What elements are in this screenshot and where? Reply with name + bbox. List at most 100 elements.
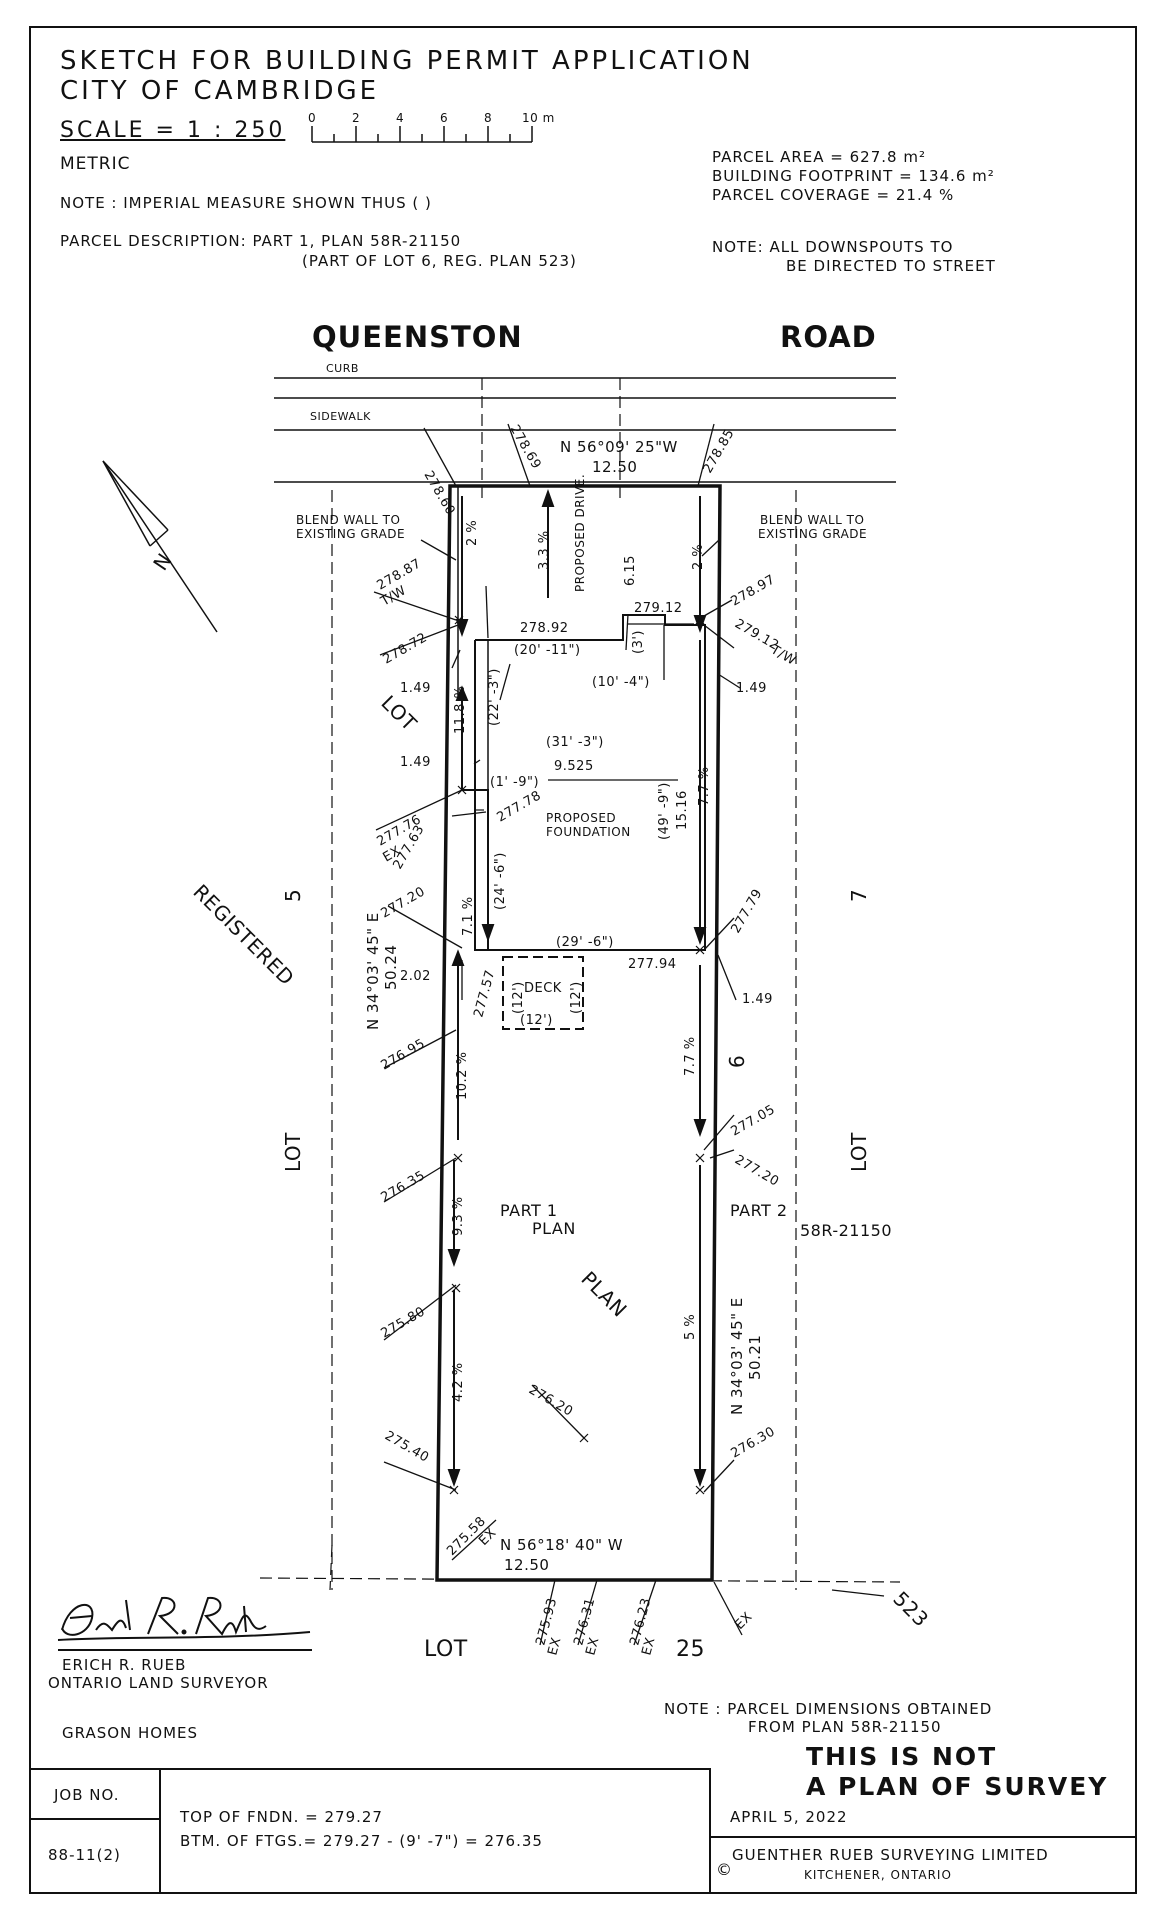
client-name: GRASON HOMES <box>62 1724 199 1742</box>
elev-275-80: 275.80 <box>379 1304 429 1341</box>
dimension-labels: 1.49 1.49 1.49 1.49 2.02 6.15 9.525 15.1… <box>400 555 773 1028</box>
slope-11-8: 11.8 % <box>453 686 468 734</box>
elev-276-95: 276.95 <box>379 1036 429 1073</box>
scale-bar <box>311 126 533 143</box>
lot-left-label: LOT <box>281 1132 305 1172</box>
north-label: N <box>148 549 177 575</box>
dashed-lot-lines <box>259 378 901 1591</box>
front-distance: 12.50 <box>592 458 637 476</box>
north-arrow <box>102 460 218 633</box>
imp-1-9: (1' -9") <box>490 775 539 790</box>
right-distance: 50.21 <box>746 1335 764 1380</box>
slope-7-1: 7.1 % <box>461 896 476 936</box>
blend-wall-left-1: BLEND WALL TO <box>296 513 400 527</box>
elev-275-40: 275.40 <box>382 1428 432 1465</box>
slope-2-right: 2 % <box>691 544 706 570</box>
drawing-date: APRIL 5, 2022 <box>730 1808 848 1826</box>
slope-3-3: 3.3 % <box>537 530 552 570</box>
signer-title: ONTARIO LAND SURVEYOR <box>48 1674 269 1692</box>
job-number-header-cell <box>29 1768 161 1820</box>
rear-bearing: N 56°18' 40" W <box>500 1536 623 1554</box>
elev-277-57: 277.57 <box>471 968 498 1019</box>
part-2-line-1: PART 2 <box>730 1201 788 1220</box>
slope-labels: 2 % 3.3 % 2 % 11.8 % 7.7 % 7.1 % 10.2 % … <box>451 520 712 1402</box>
slope-9-3: 9.3 % <box>451 1196 466 1236</box>
title-line-2: CITY OF CAMBRIDGE <box>60 76 380 106</box>
elev-277-94: 277.94 <box>628 957 677 972</box>
slope-7-7-top: 7.7 % <box>697 766 712 806</box>
deck-label: DECK <box>524 981 562 996</box>
number-25: 25 <box>676 1637 705 1662</box>
sidewalk-label: SIDEWALK <box>310 410 371 423</box>
scale-tick-0: 0 <box>308 111 316 125</box>
number-6: 6 <box>725 1055 749 1068</box>
scale-tick-2: 2 <box>352 111 360 125</box>
surveyor-signature <box>57 1596 312 1651</box>
building-footprint: BUILDING FOOTPRINT = 134.6 m² <box>712 167 995 185</box>
signer-name: ERICH R. RUEB <box>62 1656 187 1674</box>
blend-wall-right-2: EXISTING GRADE <box>758 527 867 541</box>
bottom-of-footings: BTM. OF FTGS.= 279.27 - (9' -7") = 276.3… <box>180 1832 543 1850</box>
scale-tick-10: 10 m <box>522 111 555 125</box>
copyright-symbol: © <box>716 1860 733 1879</box>
proposed-foundation-2: FOUNDATION <box>546 825 631 839</box>
company-name: GUENTHER RUEB SURVEYING LIMITED <box>732 1846 1049 1864</box>
metric-label: METRIC <box>60 154 131 174</box>
dim-15-16: 15.16 <box>675 790 690 830</box>
number-7: 7 <box>847 889 871 902</box>
elev-278-97: 278.97 <box>729 572 779 609</box>
dim-1-49-a: 1.49 <box>400 681 431 696</box>
survey-markers <box>449 615 705 1495</box>
curb-label: CURB <box>326 362 359 375</box>
road-lines <box>274 377 896 483</box>
dim-2-02: 2.02 <box>400 969 431 984</box>
scale-tick-labels: 0 2 4 6 8 10 m <box>308 111 555 125</box>
title-line-1: SKETCH FOR BUILDING PERMIT APPLICATION <box>60 46 754 76</box>
slope-5: 5 % <box>683 1314 698 1340</box>
elev-277-20-left: 277.20 <box>379 884 429 921</box>
scale-tick-8: 8 <box>484 111 492 125</box>
number-5: 5 <box>281 889 305 902</box>
blend-wall-right-1: BLEND WALL TO <box>760 513 864 527</box>
note-downspouts-1: NOTE: ALL DOWNSPOUTS TO <box>712 238 954 256</box>
imp-24-6: (24' -6") <box>493 852 508 910</box>
note-parcel-1: NOTE : PARCEL DIMENSIONS OBTAINED <box>664 1700 993 1718</box>
elev-278-72: 278.72 <box>381 630 431 667</box>
dim-1-49-d: 1.49 <box>742 992 773 1007</box>
company-cell <box>709 1836 1137 1894</box>
elev-279-12: 279.12 <box>634 601 683 616</box>
dim-6-15: 6.15 <box>623 555 638 586</box>
ex-276-23: EX <box>639 1636 658 1657</box>
proposed-foundation-1: PROPOSED <box>546 811 616 825</box>
rear-distance: 12.50 <box>504 1556 549 1574</box>
not-survey-line-1: THIS IS NOT <box>806 1742 998 1771</box>
parcel-description-1: PARCEL DESCRIPTION: PART 1, PLAN 58R-211… <box>60 232 462 250</box>
elev-278-60: 278.60 <box>421 469 458 519</box>
elev-277-05: 277.05 <box>729 1102 779 1139</box>
part-1-line-1: PART 1 <box>500 1201 558 1220</box>
lot-right-label: LOT <box>847 1132 871 1172</box>
note-downspouts-2: BE DIRECTED TO STREET <box>786 257 996 275</box>
part-2-line-2: 58R-21150 <box>800 1221 892 1240</box>
job-number-label: JOB NO. <box>54 1786 120 1804</box>
parcel-boundary <box>435 484 722 1582</box>
imp-31-3: (31' -3") <box>546 735 604 750</box>
parcel-area: PARCEL AREA = 627.8 m² <box>712 148 926 166</box>
dimension-lines <box>474 623 694 811</box>
proposed-foundation-outline <box>474 614 706 951</box>
imp-29-6: (29' -6") <box>556 935 614 950</box>
note-imperial: NOTE : IMPERIAL MEASURE SHOWN THUS ( ) <box>60 194 432 212</box>
slope-7-7-bottom: 7.7 % <box>683 1036 698 1076</box>
lot-diagonal-word: LOT <box>376 691 421 736</box>
leader-lines <box>373 423 885 1646</box>
elev-276-35: 276.35 <box>379 1168 429 1205</box>
scale-tick-6: 6 <box>440 111 448 125</box>
imp-12-left: (12') <box>511 981 526 1014</box>
plan-word: PLAN <box>576 1267 631 1322</box>
parcel-description-2: (PART OF LOT 6, REG. PLAN 523) <box>302 252 577 270</box>
slope-4-2: 4.2 % <box>451 1362 466 1402</box>
imp-22-3: (22' -3") <box>487 668 502 726</box>
imp-12-right: (12') <box>569 981 584 1014</box>
elev-277-20-right: 277.20 <box>732 1152 782 1189</box>
parcel-coverage: PARCEL COVERAGE = 21.4 % <box>712 186 955 204</box>
